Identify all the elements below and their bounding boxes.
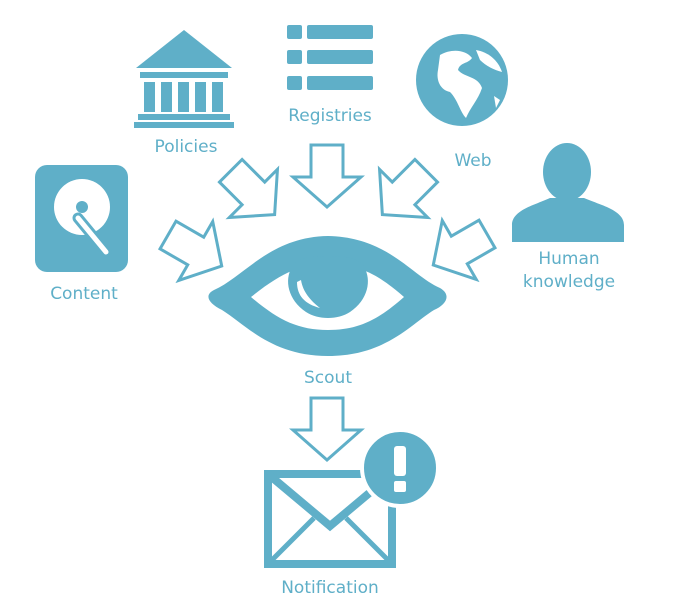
arrow-diagonal-icon [356, 145, 452, 241]
alert-badge-icon [360, 428, 440, 508]
globe-icon [416, 34, 508, 126]
eye-icon [208, 236, 447, 356]
human-label: Human [538, 249, 599, 269]
registries-label: Registries [288, 106, 372, 126]
policies-label: Policies [155, 137, 218, 157]
list-icon [287, 25, 373, 90]
arrow-down-icon [291, 143, 363, 209]
building-icon [134, 30, 234, 128]
arrow-diagonal-icon [149, 204, 241, 297]
person-icon [512, 143, 624, 242]
web-label: Web [454, 151, 491, 171]
knowledge-label: knowledge [523, 272, 615, 292]
notification-label: Notification [281, 578, 379, 598]
arrow-down-icon [291, 396, 363, 462]
arrow-diagonal-icon [205, 145, 301, 241]
scout-label: Scout [304, 368, 352, 388]
content-label: Content [50, 284, 118, 304]
hard-drive-icon [35, 165, 128, 272]
